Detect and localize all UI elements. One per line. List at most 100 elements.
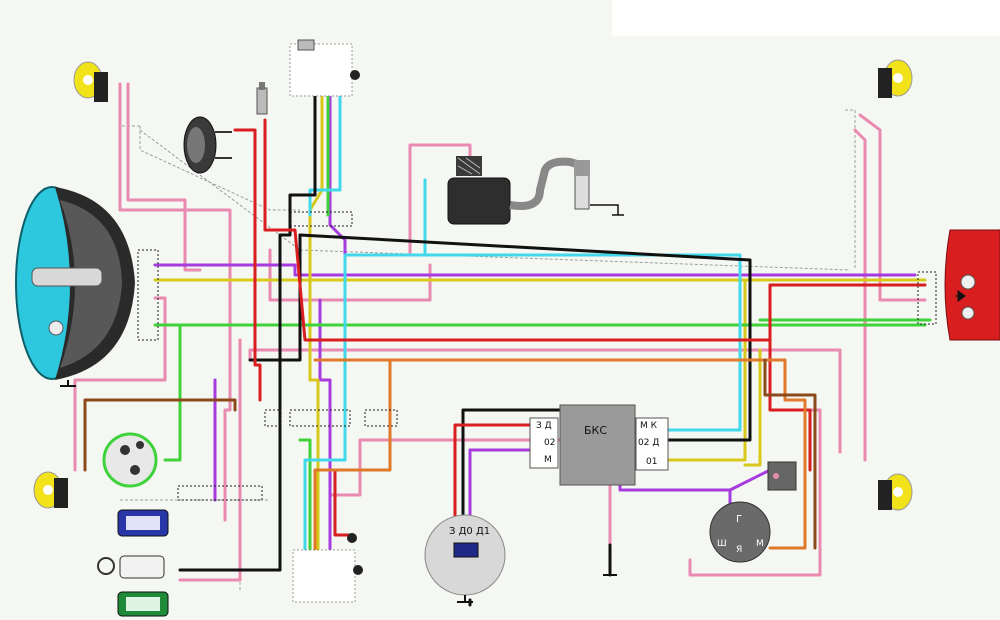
orange-wire [313, 358, 392, 602]
turn-signal-bulb [83, 75, 93, 85]
wiring-harness [73, 58, 937, 607]
green-wire [298, 438, 312, 602]
tail-bulb [960, 274, 976, 290]
pink-wire [268, 248, 432, 302]
sensor-plug [256, 82, 268, 115]
stop-bulb [961, 306, 975, 320]
bks-right-terminal-3: 01 [646, 457, 657, 467]
handlebar-switch-icon [292, 549, 356, 603]
bks-left-terminal-2: 02 [544, 438, 555, 448]
switch-knob [297, 39, 315, 51]
hv-lead [509, 157, 582, 210]
purple-wire [468, 448, 552, 532]
spark-plug-icon [574, 174, 590, 210]
cyan-wire [343, 253, 742, 432]
relay [767, 461, 797, 491]
red-wire [453, 423, 532, 532]
brown-wire [763, 358, 817, 550]
purple-wire [153, 263, 917, 277]
generator-label: Г [736, 514, 742, 525]
green-wire [163, 323, 182, 462]
ignition-contact [136, 441, 144, 449]
blank-title-box [612, 0, 1000, 36]
generator-terminal-3: М [756, 539, 764, 549]
ignition-coil-icon [447, 177, 511, 225]
turn-signal-bulb [893, 487, 903, 497]
pink-wire [853, 128, 867, 462]
spark-plug [574, 160, 624, 216]
relay-icon [767, 461, 797, 491]
ignition-contact [130, 465, 140, 475]
headlight-ground [60, 380, 76, 387]
headlight-bulb [31, 267, 103, 287]
ignition-switch [102, 432, 158, 488]
spark-plug-top [259, 82, 265, 90]
yellow-wire [743, 348, 762, 467]
stator: З Д0 Д1 [424, 514, 506, 603]
orange-wires [313, 358, 807, 602]
tail-light [944, 229, 1000, 341]
horn-face [187, 127, 205, 163]
battery-icon [453, 542, 479, 558]
connector-block [177, 485, 263, 501]
diode-icon [955, 290, 966, 302]
pink-wire [126, 82, 202, 272]
purple-wire [328, 58, 347, 267]
turn-signal-front-right [878, 59, 913, 98]
pink-wires [73, 82, 927, 582]
bks-left-terminal-1: З Д [536, 421, 552, 431]
turn-signal-mount [878, 480, 892, 510]
bks-title: БКС [584, 424, 607, 437]
bks-left-terminal-3: М [544, 455, 552, 465]
brown-wires [83, 358, 817, 550]
connector-block [137, 249, 159, 341]
connector-block [364, 409, 398, 427]
brown-wire [83, 398, 237, 472]
pink-wire [248, 348, 842, 454]
bks-right-terminal-1: М К [640, 421, 658, 431]
bks-module: БКС З Д 02 М М К 02 Д 01 [529, 404, 669, 486]
cyan-wire [308, 68, 342, 217]
horn-terminals [215, 131, 232, 159]
connector-block [289, 211, 353, 227]
bks-body [559, 404, 636, 486]
connector-block [264, 409, 282, 427]
left-switch-block [289, 39, 360, 97]
generator-terminal-1: Ш [717, 539, 727, 549]
turn-signal-mount [54, 478, 68, 508]
pink-wire [408, 143, 472, 257]
turn-signal-rear-left [33, 471, 68, 509]
bks-right-terminal-2: 02 Д [638, 438, 659, 448]
purple-wire [728, 468, 772, 492]
connector-block [289, 409, 351, 427]
red-wires [233, 118, 927, 537]
red-wire [263, 118, 812, 472]
ignition-switch-icon [102, 432, 158, 488]
pink-wire [118, 82, 232, 522]
switch-button [350, 70, 360, 80]
black-wire [298, 233, 752, 442]
orange-wire [313, 358, 807, 550]
turn-signal-mount [94, 72, 108, 102]
turn-signal-front-left [73, 61, 108, 102]
handlebar-switch-icon [289, 43, 353, 97]
generator-terminal-2: Я [736, 545, 742, 555]
red-wire [333, 468, 352, 537]
turn-signal-rear-right [878, 473, 913, 511]
indicator-lens [126, 516, 160, 530]
red-wire [233, 128, 262, 402]
pink-wire [858, 113, 927, 302]
key-body [119, 555, 165, 579]
switch-button [347, 533, 357, 543]
black-wire [178, 58, 317, 572]
turn-signal-bulb [43, 485, 53, 495]
black-wire [461, 408, 562, 532]
horn [183, 116, 232, 174]
spark-plug-cap [574, 160, 590, 176]
switch-button [353, 565, 363, 575]
cyan-wire [303, 253, 347, 602]
turn-signal-mount [878, 68, 892, 98]
spark-plug-icon [256, 87, 268, 115]
connectors [137, 211, 937, 501]
